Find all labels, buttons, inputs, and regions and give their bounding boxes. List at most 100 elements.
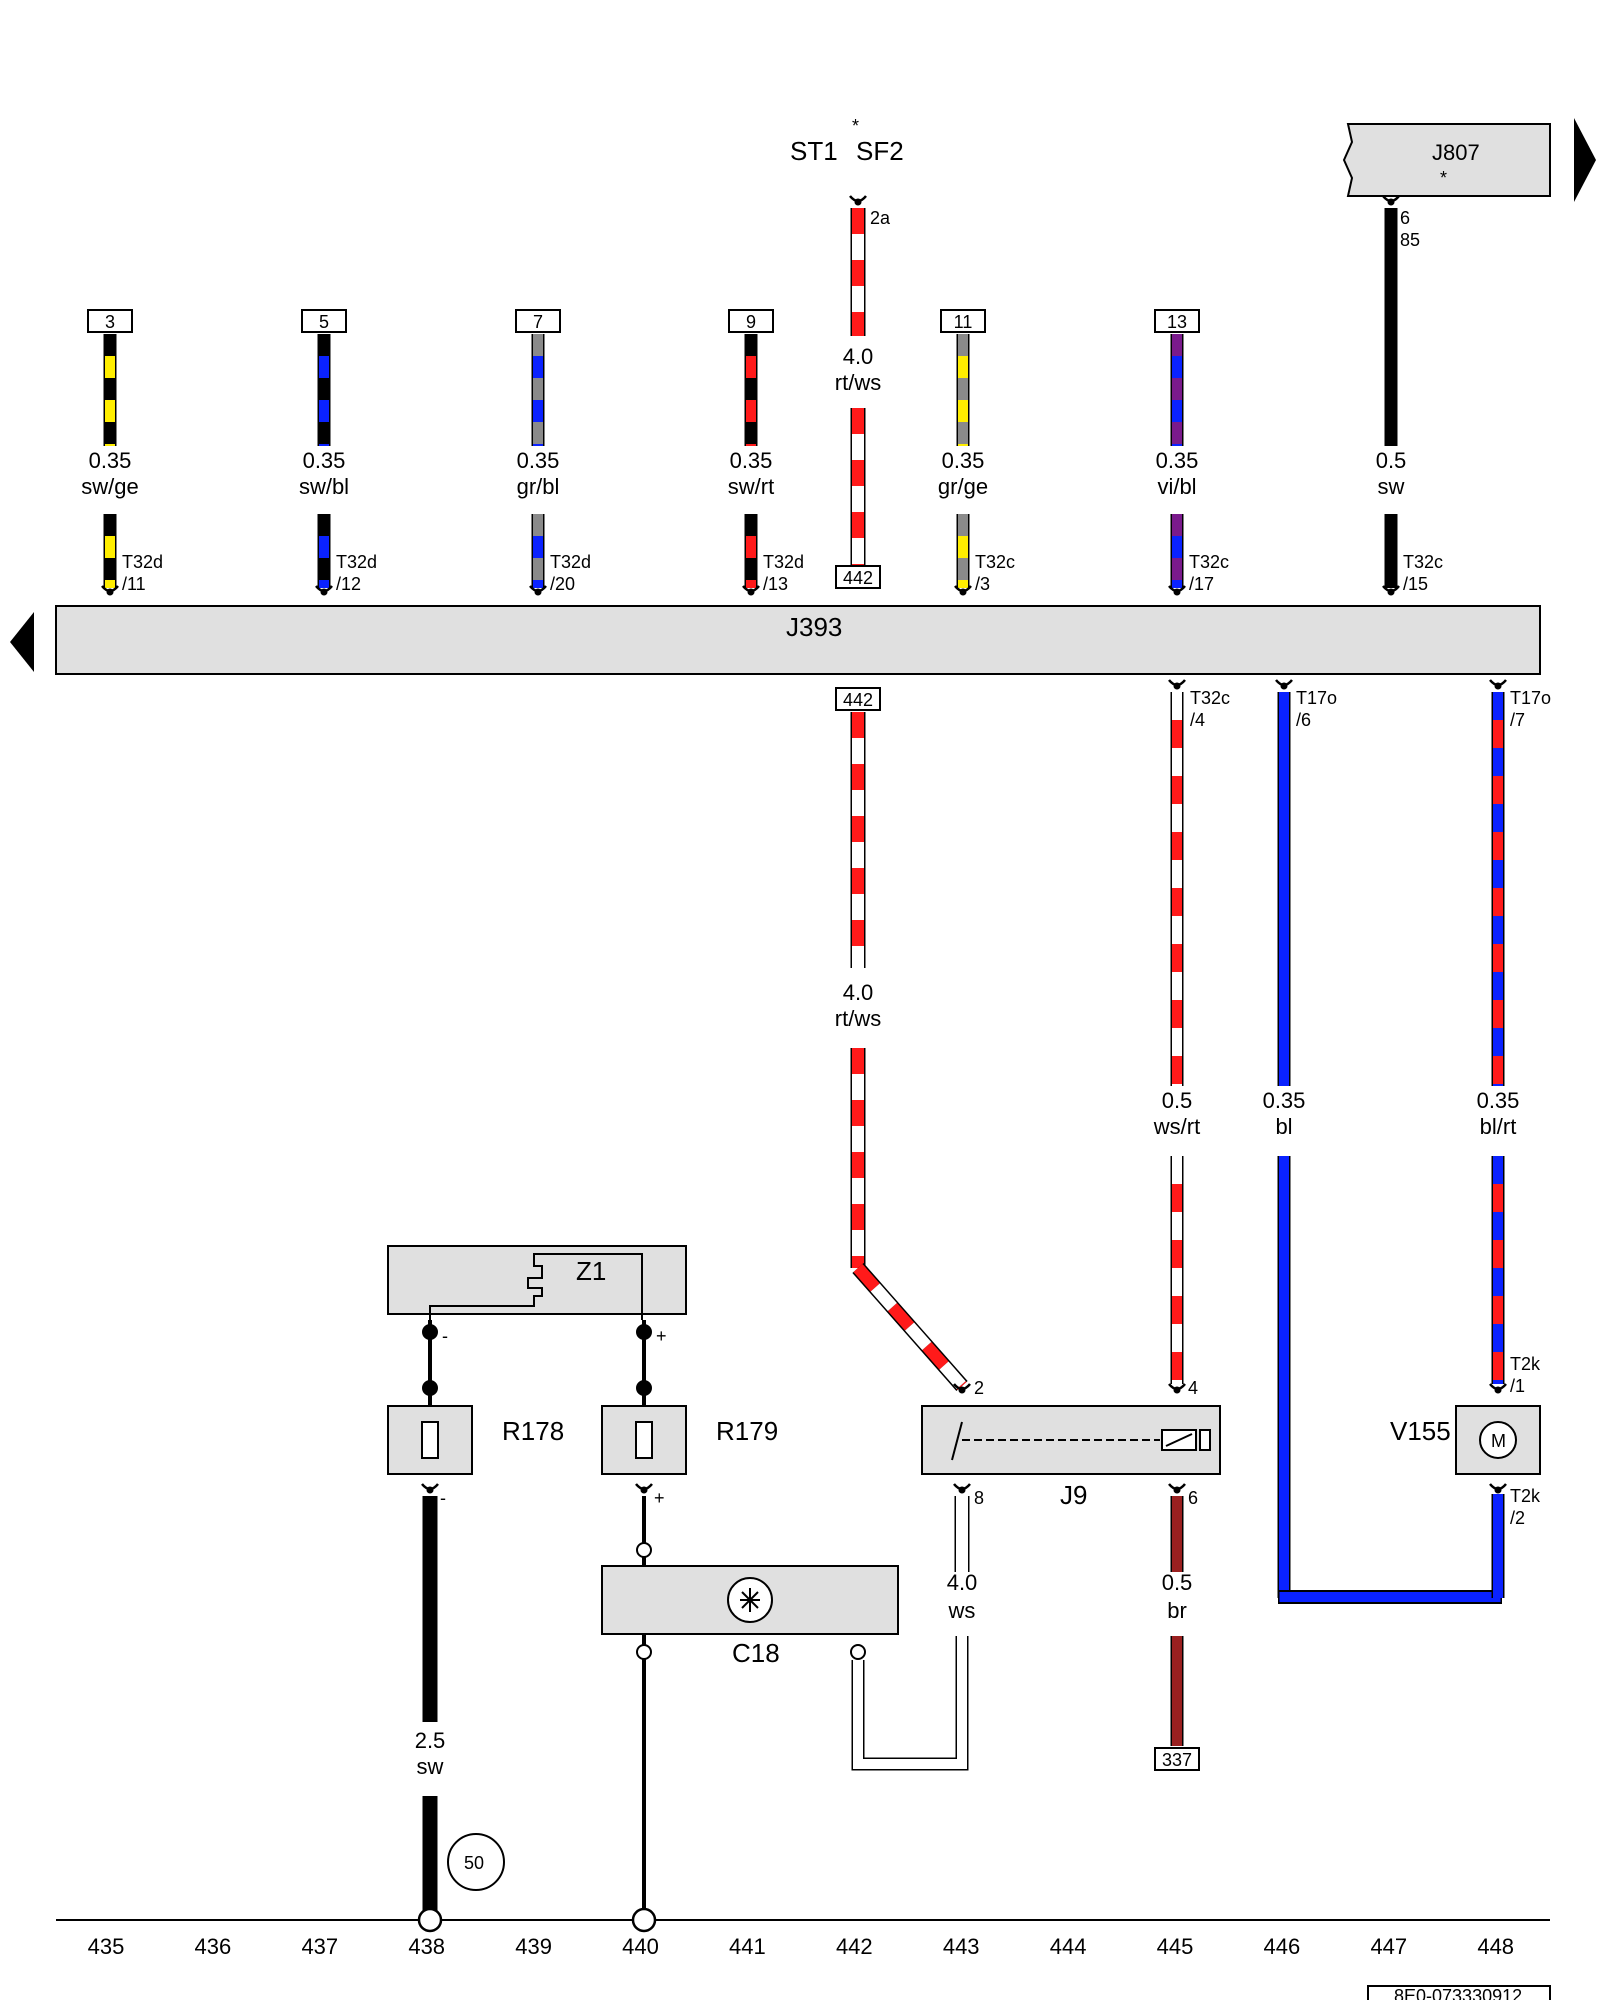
wire-low-pin-blrt: /7 bbox=[1510, 710, 1525, 730]
wire-top-0-upper bbox=[103, 334, 117, 446]
wire-top-color-0: sw/ge bbox=[81, 474, 138, 499]
z1-minus-dot bbox=[422, 1324, 438, 1340]
r179-cup-bottom bbox=[635, 1483, 653, 1494]
r178-label: R178 bbox=[502, 1416, 564, 1446]
j807-box bbox=[1342, 123, 1551, 197]
j9-cup-2 bbox=[953, 1383, 971, 1394]
j9-cup-4 bbox=[1168, 1383, 1186, 1394]
wire-top-6-upper bbox=[1170, 334, 1184, 446]
ref-box-442-bottom-text: 442 bbox=[843, 690, 873, 710]
wire-top-conn-sw: T32c bbox=[1403, 552, 1443, 572]
wire-top-3-upper bbox=[744, 334, 758, 446]
wire-top-pin-1: /12 bbox=[336, 574, 361, 594]
wire-bot-br-upper bbox=[1170, 1496, 1184, 1572]
ref-box-7: 7 bbox=[515, 309, 561, 333]
scale-label: 447 bbox=[1370, 1934, 1407, 1959]
ref-box-3: 3 bbox=[87, 309, 133, 333]
ref-box-7-text: 7 bbox=[533, 312, 543, 332]
scale-label: 440 bbox=[622, 1934, 659, 1959]
c18-right-dot bbox=[850, 1644, 866, 1660]
r178-resistor-icon bbox=[421, 1421, 439, 1459]
wire-top-6-lower bbox=[1170, 514, 1184, 588]
wire-bot-color-br: br bbox=[1167, 1598, 1187, 1623]
wire-low-pin-wsrt: /4 bbox=[1190, 710, 1205, 730]
wire-top-3-lower bbox=[744, 514, 758, 588]
wire-low-rtws-upper bbox=[850, 712, 866, 968]
wire-low-blrt-upper bbox=[1491, 692, 1505, 1086]
scale-label: 435 bbox=[88, 1934, 125, 1959]
v155-label: V155 bbox=[1390, 1416, 1451, 1446]
scale-label: 439 bbox=[515, 1934, 552, 1959]
wire-top-conn-0: T32d bbox=[122, 552, 163, 572]
wire-low-wsrt-lower bbox=[1170, 1156, 1184, 1384]
wire-low-bl-upper bbox=[1277, 692, 1291, 1086]
j9-pin-6: 6 bbox=[1188, 1488, 1198, 1508]
ref-box-3-text: 3 bbox=[105, 312, 115, 332]
z1-plus-dot bbox=[636, 1324, 652, 1340]
wire-top-2-upper bbox=[531, 334, 545, 446]
wire-top-gauge-5: 0.35 bbox=[942, 448, 985, 473]
wire-low-color-blrt: bl/rt bbox=[1480, 1114, 1517, 1139]
wire-top-pin-0: /11 bbox=[122, 574, 146, 594]
wire-low-blrt-lower bbox=[1491, 1156, 1505, 1384]
wire-top-gauge-2: 0.35 bbox=[517, 448, 560, 473]
ref-box-9-text: 9 bbox=[746, 312, 756, 332]
wire-top-1-upper bbox=[317, 334, 331, 446]
wire-top-color-rtws: rt/ws bbox=[835, 370, 881, 395]
wire-low-color-rtws: rt/ws bbox=[835, 1006, 881, 1031]
wire-low-pin-bl: /6 bbox=[1296, 710, 1311, 730]
wire-top-color-1: sw/bl bbox=[299, 474, 349, 499]
wire-top-pin-sw: /15 bbox=[1403, 574, 1428, 594]
wire-top-sw-upper bbox=[1384, 208, 1398, 446]
j393-cup-0 bbox=[101, 585, 119, 596]
scale-label: 448 bbox=[1477, 1934, 1514, 1959]
wire-bot-sw-upper bbox=[422, 1496, 438, 1722]
wire-bot-ws-loop bbox=[851, 1636, 969, 1771]
v155-pin-bottom: /2 bbox=[1510, 1508, 1525, 1528]
j9-cup-6 bbox=[1168, 1483, 1186, 1494]
ground-ref-circle bbox=[447, 1833, 505, 1891]
ref-box-11-text: 11 bbox=[954, 312, 973, 332]
v155-conn-bottom: T2k bbox=[1510, 1486, 1541, 1506]
r179-plus-label: + bbox=[654, 1488, 665, 1508]
wire-low-v155-return bbox=[1491, 1494, 1505, 1598]
wire-top-gauge-rtws: 4.0 bbox=[843, 344, 874, 369]
j9-pin-4: 4 bbox=[1188, 1378, 1198, 1398]
ground-terminal-438 bbox=[417, 1907, 443, 1933]
v155-conn-top: T2k bbox=[1510, 1354, 1541, 1374]
wire-low-wsrt-upper bbox=[1170, 692, 1184, 1086]
wire-top-5-lower bbox=[956, 514, 970, 588]
wire-bot-sw-lower bbox=[422, 1796, 438, 1912]
j393-cup-2 bbox=[529, 585, 547, 596]
j393-cup-5 bbox=[954, 585, 972, 596]
j393-cup-bl bbox=[1275, 679, 1293, 690]
sf-label: SF2 bbox=[856, 136, 904, 166]
wire-top-color-2: gr/bl bbox=[517, 474, 560, 499]
z1-box bbox=[387, 1245, 687, 1315]
wire-bot-color-ws: ws bbox=[948, 1598, 976, 1623]
scale-label: 445 bbox=[1157, 1934, 1194, 1959]
wire-top-sw-lower bbox=[1384, 514, 1398, 588]
wire-top-pin-3: /13 bbox=[763, 574, 788, 594]
wire-top-pin-2: /20 bbox=[550, 574, 575, 594]
ref-box-9: 9 bbox=[728, 309, 774, 333]
st-label: ST1 bbox=[790, 136, 838, 166]
motor-label: M bbox=[1491, 1431, 1506, 1451]
right-arrow-icon bbox=[1574, 118, 1596, 202]
j393-cup-6 bbox=[1168, 585, 1186, 596]
scale-label: 436 bbox=[195, 1934, 232, 1959]
wire-bot-color-sw: sw bbox=[417, 1754, 444, 1779]
j807-star: * bbox=[1440, 168, 1447, 188]
wire-low-color-wsrt: ws/rt bbox=[1153, 1114, 1200, 1139]
ref-box-337: 337 bbox=[1154, 1747, 1200, 1771]
r179-top-dot bbox=[636, 1380, 652, 1396]
j9-pin-8: 8 bbox=[974, 1488, 984, 1508]
wire-top-0-lower bbox=[103, 514, 117, 588]
wire-low-bl-lower bbox=[1277, 1156, 1291, 1598]
j9-label: J9 bbox=[1060, 1480, 1087, 1510]
wire-top-conn-2: T32d bbox=[550, 552, 591, 572]
j807-pin-b: 85 bbox=[1400, 230, 1420, 250]
j393-cup-sw bbox=[1382, 585, 1400, 596]
motor-icon bbox=[1479, 1421, 1517, 1459]
